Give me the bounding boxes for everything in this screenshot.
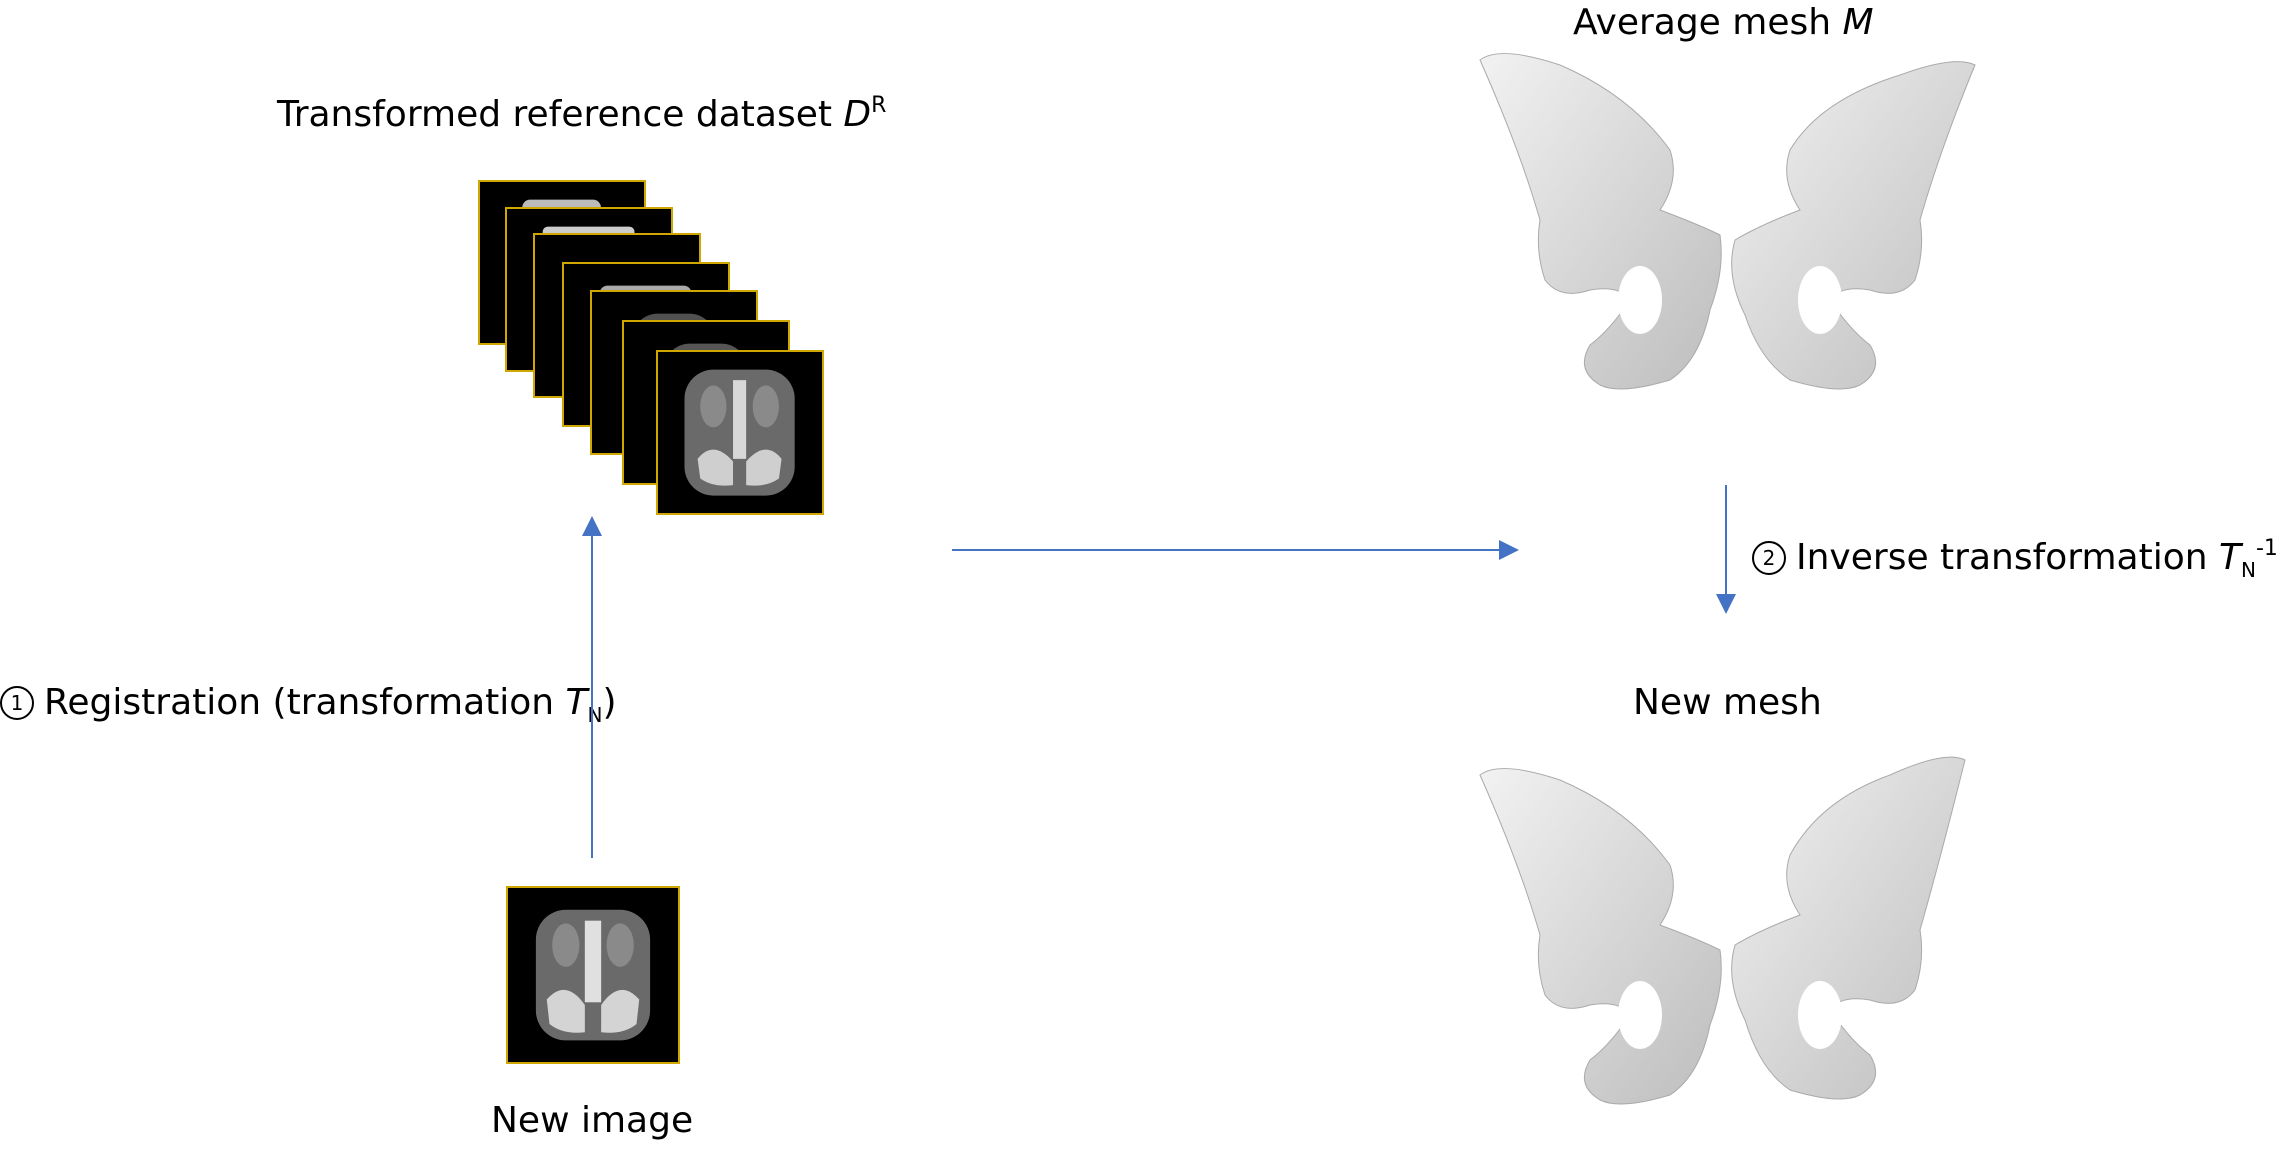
average-mesh-left-bone	[1479, 53, 1722, 390]
inverse-text: Inverse transformation	[1796, 537, 2219, 578]
registration-symbol: T	[565, 682, 588, 723]
new-mesh-right-bone	[1731, 756, 1966, 1100]
reference-dataset-prefix: Transformed reference dataset	[277, 94, 844, 135]
step-one-badge: 1	[0, 686, 34, 720]
inverse-superscript: -1	[2255, 536, 2278, 561]
reference-dataset-superscript: R	[871, 93, 887, 118]
new-mesh-left-foramen	[1618, 981, 1662, 1049]
new-image-title: New image	[491, 1100, 694, 1141]
inverse-subscript: N	[2240, 558, 2256, 582]
new-image-ct	[506, 886, 680, 1064]
ct-slice-7	[656, 350, 824, 515]
registration-close: )	[602, 682, 617, 723]
inverse-symbol: T	[2218, 537, 2241, 578]
new-mesh	[1479, 756, 1966, 1105]
step-two-badge: 2	[1752, 541, 1786, 575]
ct-slice-anatomy	[684, 369, 796, 496]
inverse-transformation-label: 2 Inverse transformation TN-1	[1752, 538, 2278, 580]
average-mesh-right-foramen	[1798, 266, 1842, 334]
new-image-anatomy	[535, 909, 651, 1041]
registration-text: Registration (transformation	[44, 682, 566, 723]
reference-dataset-title: Transformed reference dataset DR	[277, 95, 886, 133]
average-mesh-title: Average mesh M	[1573, 5, 1874, 41]
average-mesh-left-foramen	[1618, 266, 1662, 334]
average-mesh	[1479, 53, 1976, 390]
average-mesh-prefix: Average mesh	[1573, 2, 1843, 43]
average-mesh-symbol: M	[1842, 2, 1874, 43]
new-mesh-right-foramen	[1798, 981, 1842, 1049]
new-mesh-left-bone	[1479, 768, 1722, 1105]
new-mesh-title: New mesh	[1633, 682, 1822, 723]
average-mesh-right-bone	[1731, 61, 1976, 390]
reference-dataset-symbol: D	[843, 94, 872, 135]
